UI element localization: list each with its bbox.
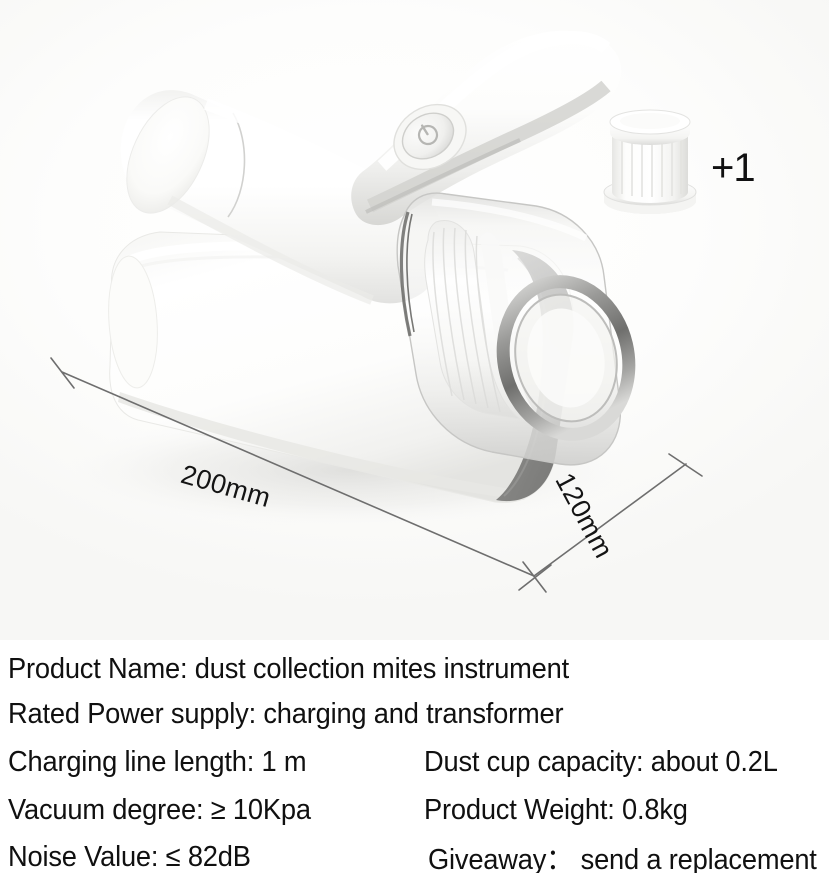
spec-row-vacuum-weight: Vacuum degree: ≥ 10Kpa Product Weight: 0… [0, 789, 829, 831]
power-icon [417, 124, 439, 146]
spec-row-noise-giveaway: Noise Value: ≤ 82dB Giveaway： send a rep… [0, 836, 829, 873]
motor-housing-cylinder [120, 90, 445, 305]
dimension-tick-vertex-120 [518, 564, 552, 591]
spec-noise-value: Noise Value: ≤ 82dB [8, 840, 251, 873]
spec-row-line-length-capacity: Charging line length: 1 m Dust cup capac… [0, 741, 829, 783]
specification-list: Product Name: dust collection mites inst… [0, 640, 829, 873]
spec-row-product-name: Product Name: dust collection mites inst… [0, 648, 829, 690]
dimension-tick-right [668, 453, 703, 477]
spec-rated-power-supply: Rated Power supply: charging and transfo… [8, 697, 564, 730]
spec-vacuum-degree: Vacuum degree: ≥ 10Kpa [8, 793, 311, 826]
spec-row-power-supply: Rated Power supply: charging and transfo… [0, 693, 829, 735]
curved-handle [351, 30, 622, 226]
accessory-count-badge: +1 [711, 146, 756, 190]
spare-filter-cartridge [603, 109, 697, 214]
power-button[interactable] [382, 91, 478, 182]
dimension-tick-left [50, 357, 75, 389]
spec-dust-cup-capacity: Dust cup capacity: about 0.2L [424, 745, 778, 778]
spec-giveaway: Giveaway： send a replacement [428, 844, 817, 873]
product-photo: 200mm 120mm +1 [0, 0, 829, 640]
dimension-lines [50, 357, 703, 593]
spec-product-name: Product Name: dust collection mites inst… [8, 652, 570, 685]
spec-product-weight: Product Weight: 0.8kg [424, 793, 688, 826]
dimension-line-120 [533, 463, 687, 577]
spec-charging-line-length: Charging line length: 1 m [8, 745, 307, 778]
product-illustration [50, 30, 703, 593]
pleated-filter-inside-cup [424, 220, 556, 427]
transparent-dust-cup [396, 192, 636, 466]
dimension-line-200 [61, 371, 535, 577]
